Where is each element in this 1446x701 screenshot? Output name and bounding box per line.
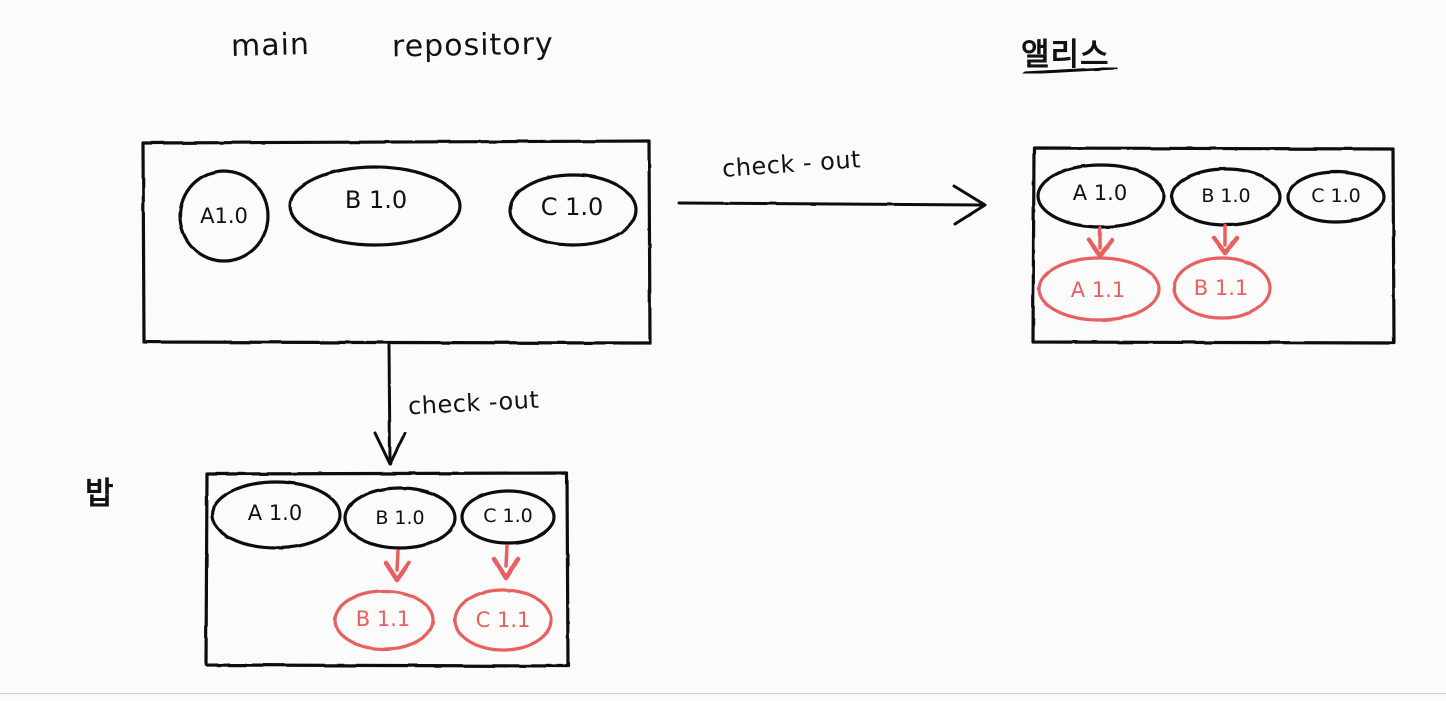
alice-edit-arrows [1086,224,1240,259]
checkout-arrow-right [677,184,987,226]
node-bob-c11: C 1.1 [475,608,531,632]
node-bob-b10: B 1.0 [375,507,425,529]
bottom-divider [0,693,1446,694]
node-bob-a10: A 1.0 [247,501,303,525]
page-title-repository: repository [391,26,554,65]
node-bob-c10: C 1.0 [483,505,533,527]
bob-base-nodes [210,480,556,550]
node-main-a10: A1.0 [200,204,248,228]
alice-workspace-box [1031,146,1396,345]
main-repository-box [141,139,652,345]
node-bob-b11: B 1.1 [355,607,411,631]
node-alice-a10: A 1.0 [1072,181,1128,205]
page-title-main: main [230,26,311,65]
node-alice-b10: B 1.0 [1201,185,1251,207]
node-main-b10: B 1.0 [344,186,408,214]
node-alice-a11: A 1.1 [1070,278,1126,302]
bob-edit-arrows [383,544,521,583]
checkout-arrow-down [373,343,407,466]
node-alice-b11: B 1.1 [1193,276,1249,300]
node-main-c10: C 1.0 [540,193,604,221]
node-alice-c10: C 1.0 [1311,185,1361,207]
bob-title: 밥 [85,476,114,512]
bob-edited-nodes [333,588,553,652]
alice-title: 앨리스 [1021,37,1110,73]
alice-title-underline [1022,66,1118,75]
main-repository-nodes [178,165,638,263]
bob-workspace-box [204,471,570,668]
